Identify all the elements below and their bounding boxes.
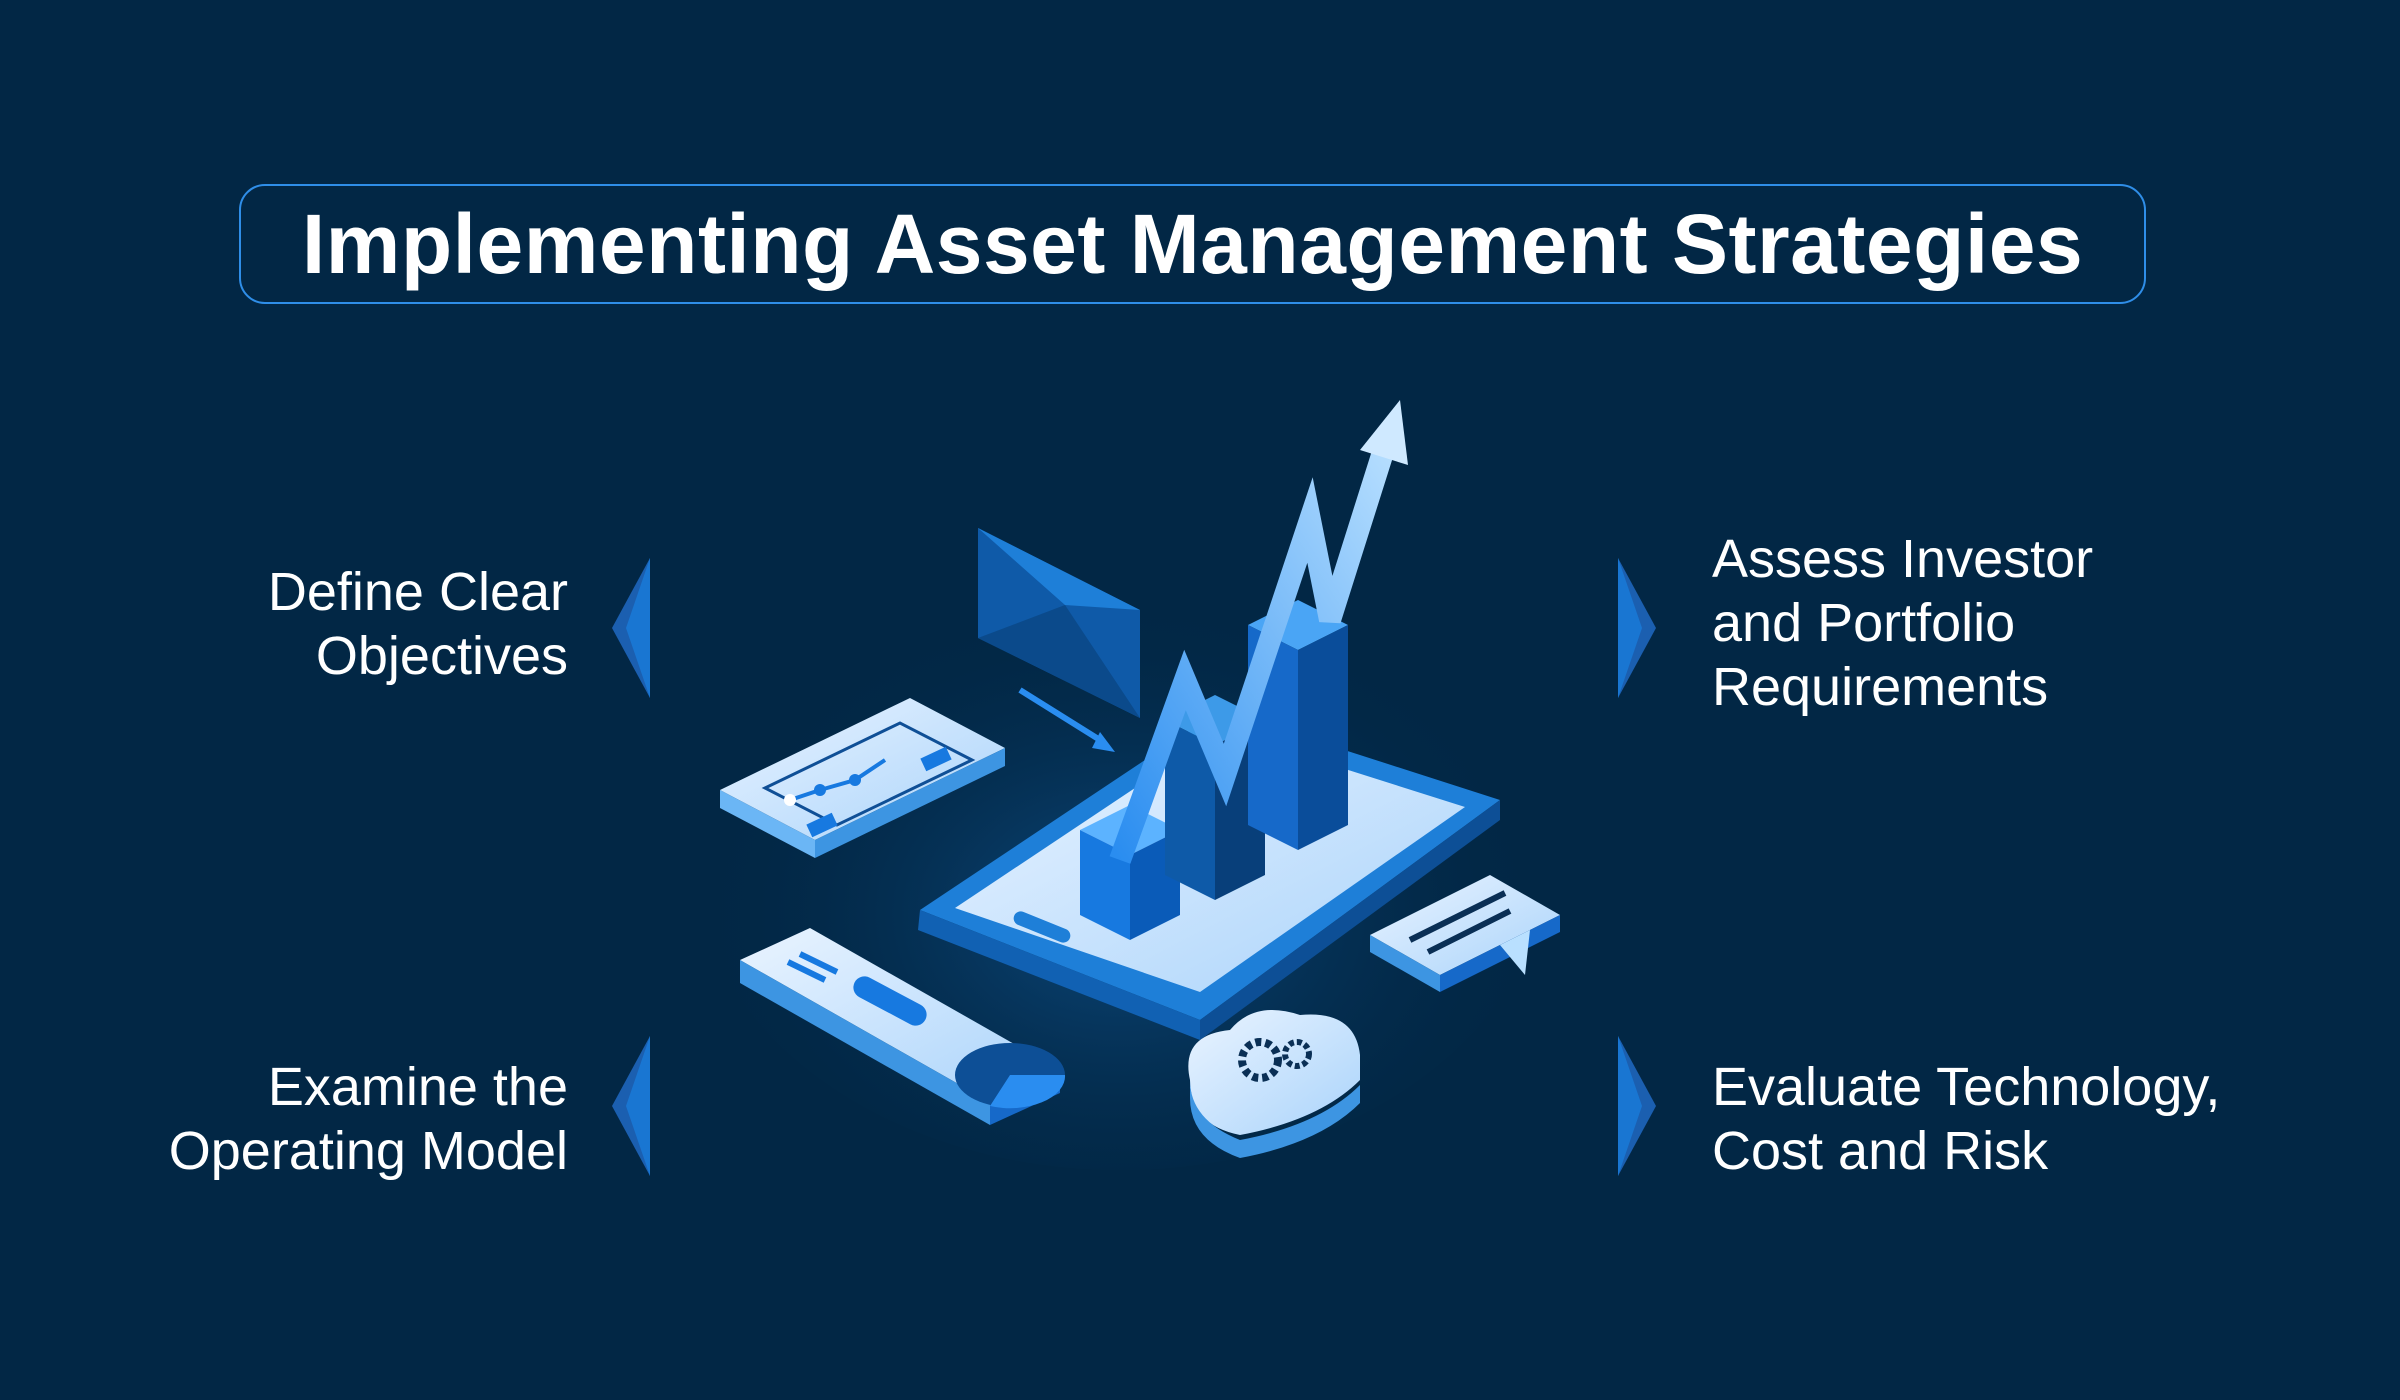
page-title: Implementing Asset Management Strategies: [301, 196, 2084, 291]
cloud-gear-icon: [1188, 1010, 1360, 1158]
chevron-right-icon: [1618, 558, 1656, 698]
growth-arrow-icon: [1109, 400, 1408, 864]
chevron-left-icon: [612, 558, 650, 698]
step-operating-model: Examine the Operating Model: [168, 1057, 568, 1181]
chat-bubble-icon: [1370, 875, 1560, 992]
chevron-left-icon: [612, 1036, 650, 1176]
step-investor-requirements: Assess Investor and Portfolio Requiremen…: [1712, 529, 2094, 717]
envelope-icon: [978, 528, 1140, 752]
step-technology-cost-risk: Evaluate Technology, Cost and Risk: [1712, 1057, 2221, 1181]
chart-card-icon: [720, 698, 1005, 858]
financial-growth-illustration: [690, 400, 1560, 1170]
step-define-objectives: Define Clear Objectives: [267, 562, 568, 686]
chevron-right-icon: [1618, 1036, 1656, 1176]
pie-card-icon: [740, 928, 1066, 1125]
title-banner: Implementing Asset Management Strategies: [239, 184, 2146, 304]
